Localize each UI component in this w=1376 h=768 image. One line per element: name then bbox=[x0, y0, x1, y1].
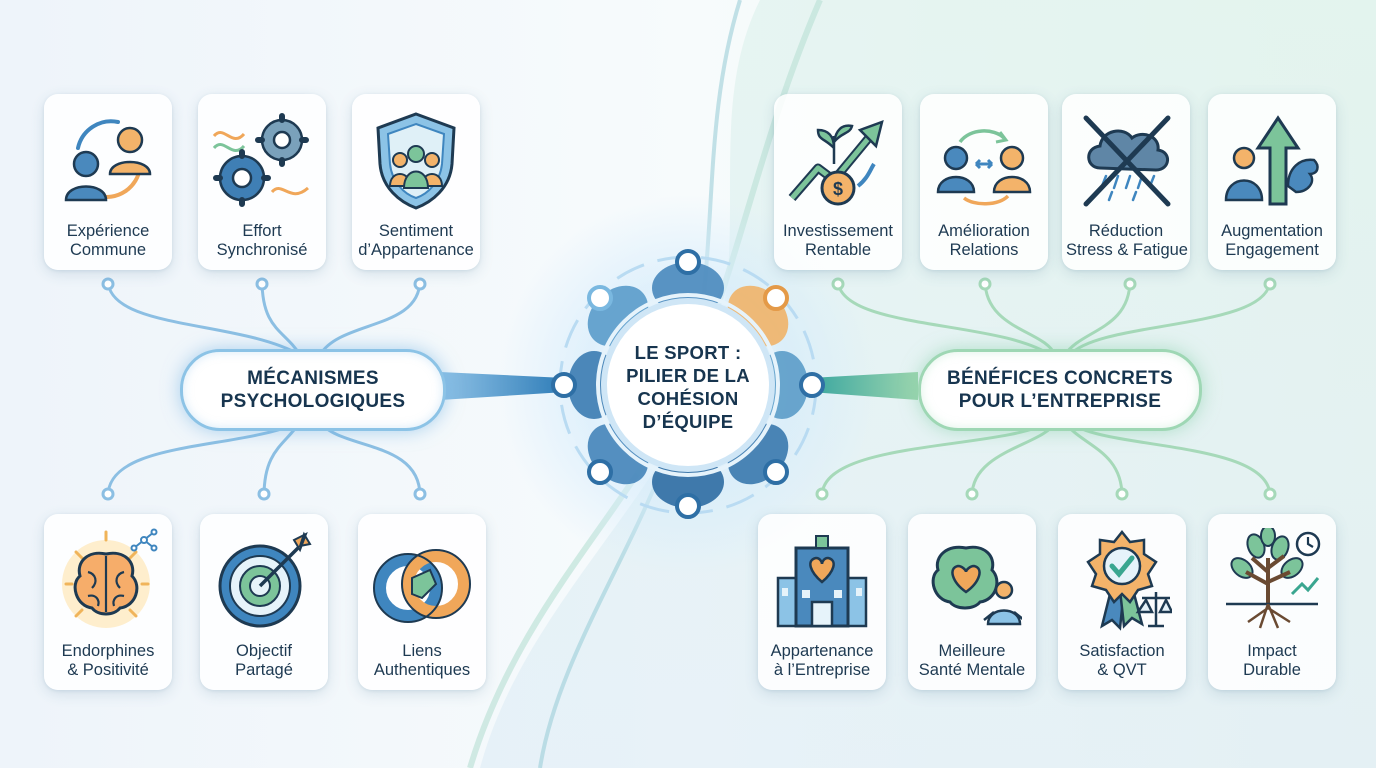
center-title: LE SPORT : PILIER DE LA COHÉSION D’ÉQUIP… bbox=[626, 342, 750, 432]
engagement-icon bbox=[1224, 115, 1319, 206]
svg-text:$: $ bbox=[833, 179, 843, 199]
gears-icon bbox=[212, 113, 309, 207]
growth-money-icon: $ bbox=[788, 120, 884, 206]
badge-scale-icon bbox=[1086, 529, 1172, 631]
relations-icon bbox=[936, 129, 1032, 206]
brain-icon bbox=[62, 528, 158, 628]
card-endorphins: Endorphines& Positivité bbox=[44, 514, 172, 690]
shared-experience-icon bbox=[64, 119, 152, 202]
target-icon bbox=[218, 531, 312, 628]
center-emblem bbox=[551, 249, 825, 519]
hub-business-benefits: BÉNÉFICES CONCRETS POUR L’ENTREPRISE bbox=[918, 349, 1202, 431]
linked-rings-icon bbox=[373, 549, 471, 623]
brain-heart-icon bbox=[931, 545, 1022, 626]
card-satisfaction-qvt: Satisfaction& QVT bbox=[1058, 514, 1186, 690]
building-heart-icon bbox=[776, 535, 868, 628]
shield-group-icon bbox=[376, 112, 456, 210]
hub-psychological-mechanisms: MÉCANISMES PSYCHOLOGIQUES bbox=[180, 349, 446, 431]
crossed-cloud-icon bbox=[1083, 115, 1171, 207]
tree-icon bbox=[1226, 528, 1321, 629]
